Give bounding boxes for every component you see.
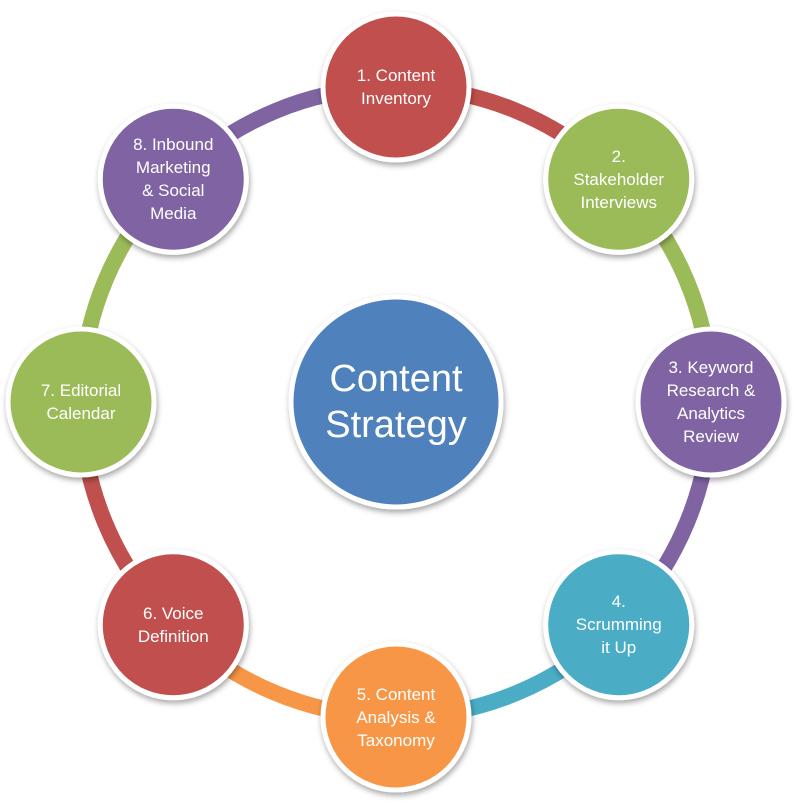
center-node — [288, 294, 504, 510]
step-label-4: 4. Scrumming it Up — [546, 552, 692, 698]
step-label-1-line: Inventory — [361, 89, 431, 108]
step-node-3 — [635, 326, 787, 478]
step-label-8-line: Media — [150, 204, 197, 224]
step-label-6-line: 6. Voice — [143, 603, 204, 623]
step-label-2-line: 2. — [611, 146, 626, 166]
step-label-3-line: Review — [683, 427, 739, 446]
step-label-7-line: Calendar — [46, 404, 116, 423]
step-node-5 — [320, 641, 472, 793]
step-label-3-line: Analytics — [676, 404, 746, 423]
step-node-2 — [543, 103, 695, 255]
step-label-4-line: Scrumming — [575, 615, 662, 635]
step-label-8-line: 8. Inbound — [133, 135, 214, 155]
step-node-4 — [543, 549, 695, 701]
step-label-2-line: Interviews — [580, 192, 657, 212]
step-node-8 — [97, 103, 249, 255]
center-label-line: Content — [329, 358, 463, 400]
step-label-1-line: 1. Content — [356, 66, 436, 85]
step-label-3-line: 3. Keyword — [668, 358, 754, 377]
step-label-5-line: 5. Content — [356, 684, 436, 704]
step-node-6 — [97, 549, 249, 701]
step-label-4-line: 4. — [611, 592, 626, 612]
step-label-6-line: Definition — [137, 626, 209, 646]
step-label-5-line: Analysis & — [356, 707, 436, 727]
step-label-8-line: & Social — [142, 181, 205, 201]
step-label-8-line: Marketing — [135, 158, 211, 178]
step-label-3-line: Research & — [666, 381, 756, 400]
step-node-7 — [5, 326, 157, 478]
step-label-2-line: Stakeholder — [573, 169, 665, 189]
step-label-7-line: 7. Editorial — [40, 381, 122, 400]
step-node-1 — [320, 11, 472, 163]
center-label-line: Strategy — [325, 404, 467, 446]
step-label-4-line: it Up — [601, 638, 637, 658]
step-label-5-line: Taxonomy — [357, 730, 435, 750]
